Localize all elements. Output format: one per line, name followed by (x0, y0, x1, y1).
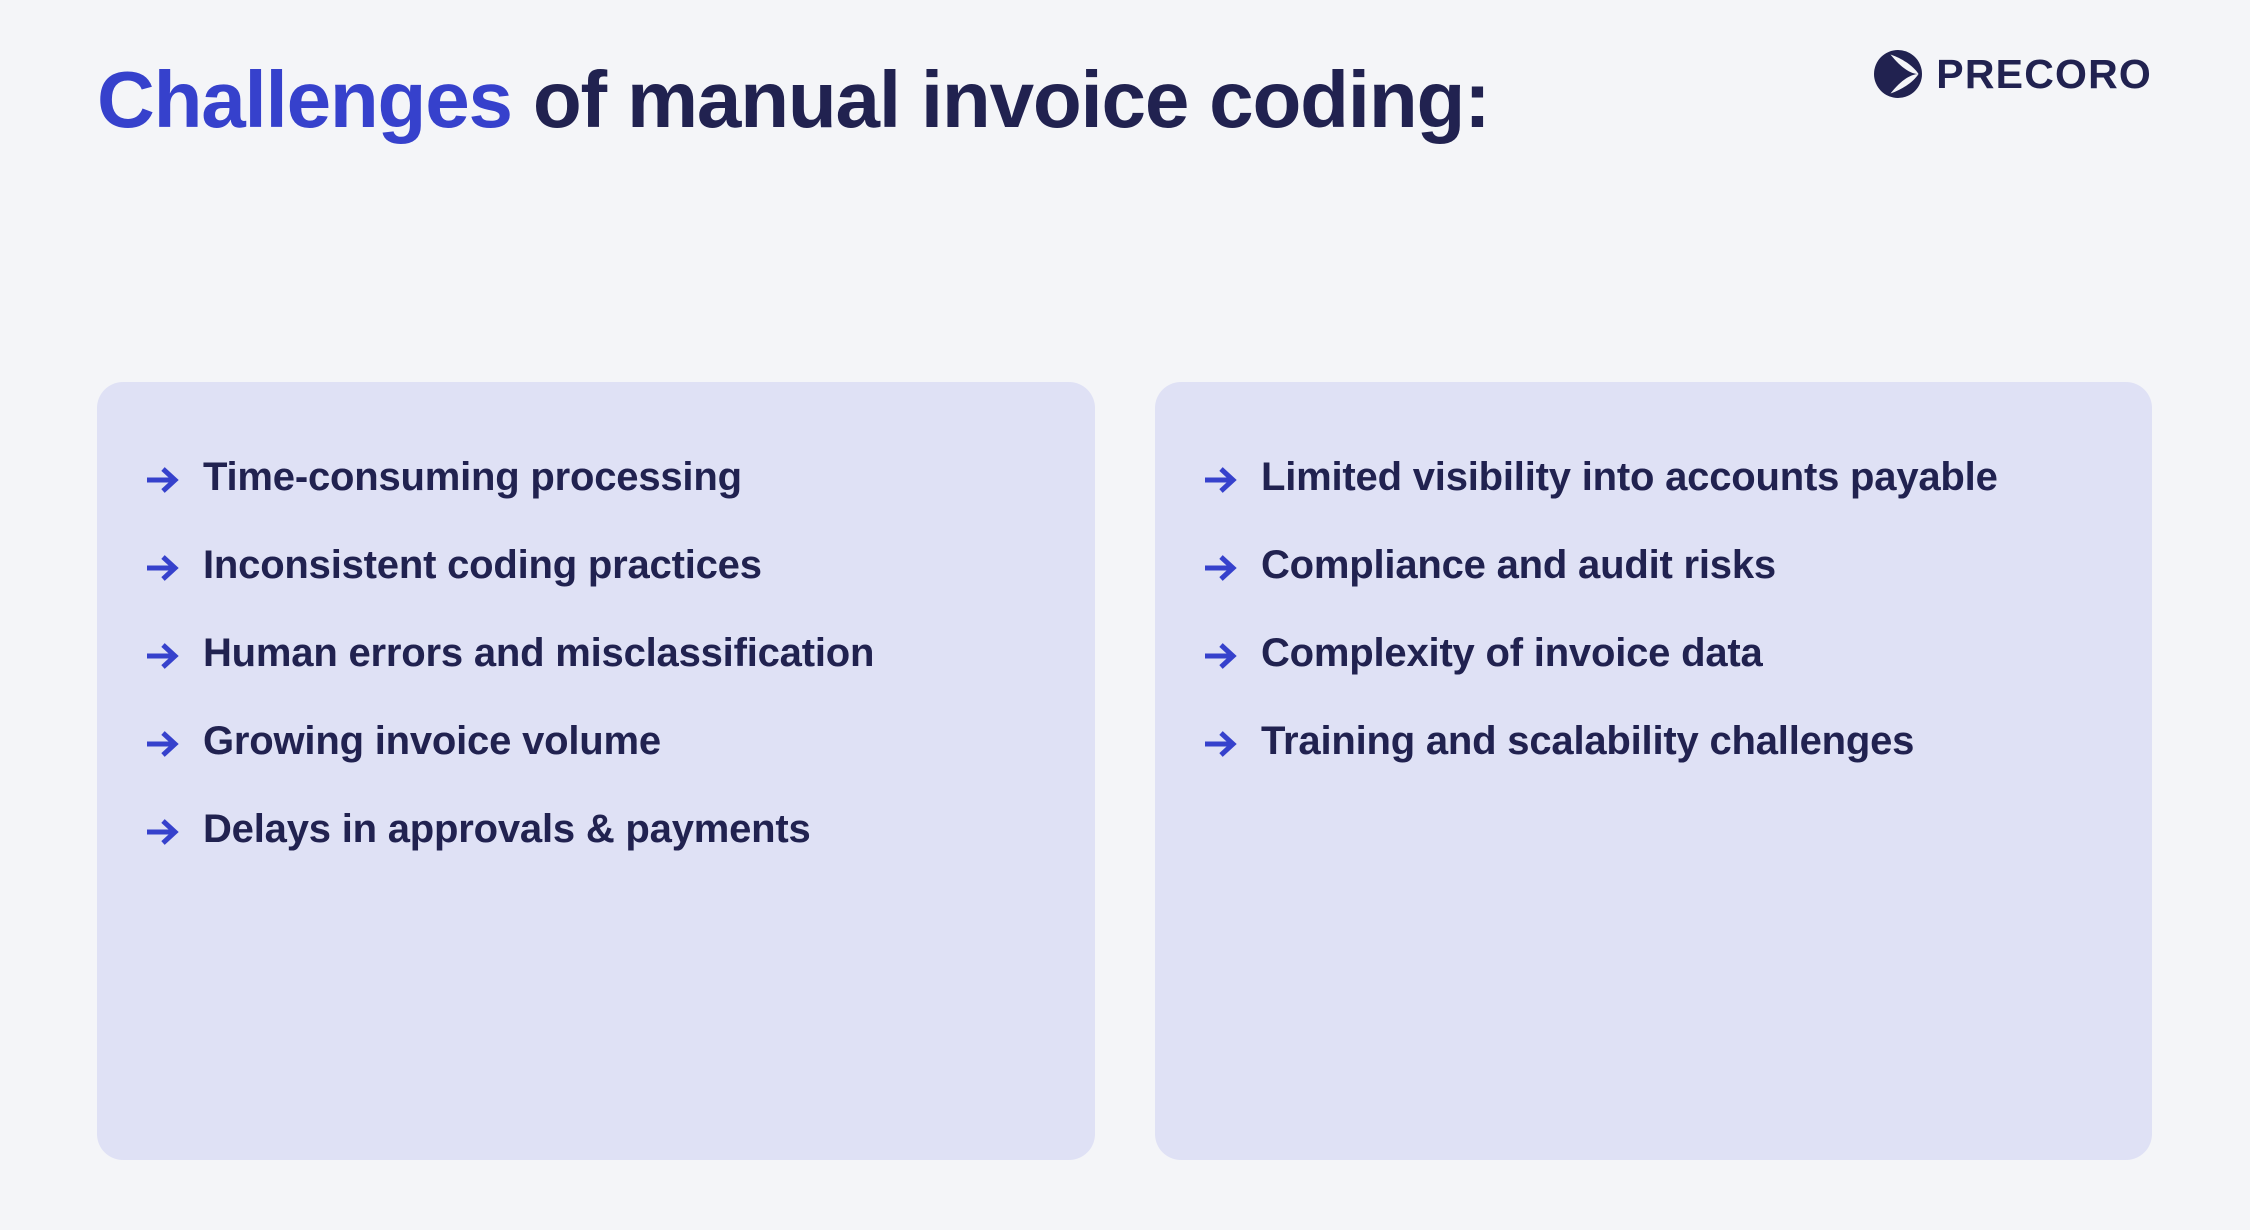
list-item-label: Complexity of invoice data (1261, 631, 1763, 675)
list-item: Complexity of invoice data (1201, 630, 2106, 678)
precoro-circle-arrow-icon (1874, 50, 1923, 98)
list-item-label: Delays in approvals & payments (203, 807, 811, 851)
arrow-right-icon (147, 555, 179, 581)
list-item: Delays in approvals & payments (143, 806, 1049, 854)
list-item: Compliance and audit risks (1201, 542, 2106, 590)
precoro-wordmark: PRECORO (1936, 50, 2152, 97)
list-item-label: Compliance and audit risks (1261, 543, 1776, 587)
arrow-right-icon (1205, 555, 1237, 581)
arrow-right-icon (147, 467, 179, 493)
challenges-card-group: Time-consuming processing Inconsistent c… (97, 382, 2152, 1160)
challenges-list-right: Limited visibility into accounts payable… (1201, 454, 2106, 766)
page-title: Challenges of manual invoice coding: (97, 55, 1597, 145)
precoro-logo: PRECORO (1874, 50, 2152, 98)
list-item-label: Limited visibility into accounts payable (1261, 455, 1998, 499)
list-item: Human errors and misclassification (143, 630, 1049, 678)
list-item: Time-consuming processing (143, 454, 1049, 502)
list-item: Inconsistent coding practices (143, 542, 1049, 590)
arrow-right-icon (147, 731, 179, 757)
challenges-card-right: Limited visibility into accounts payable… (1155, 382, 2152, 1160)
challenges-card-left: Time-consuming processing Inconsistent c… (97, 382, 1095, 1160)
list-item: Growing invoice volume (143, 718, 1049, 766)
list-item-label: Time-consuming processing (203, 455, 742, 499)
arrow-right-icon (1205, 731, 1237, 757)
arrow-right-icon (147, 643, 179, 669)
page-title-rest: of manual invoice coding: (511, 55, 1491, 144)
list-item: Training and scalability challenges (1201, 718, 2106, 766)
challenges-list-left: Time-consuming processing Inconsistent c… (143, 454, 1049, 854)
arrow-right-icon (1205, 643, 1237, 669)
arrow-right-icon (1205, 467, 1237, 493)
list-item: Limited visibility into accounts payable (1201, 454, 2106, 502)
page-title-accent: Challenges (97, 55, 513, 144)
list-item-label: Human errors and misclassification (203, 631, 875, 675)
list-item-label: Inconsistent coding practices (203, 543, 762, 587)
slide-header: Challenges of manual invoice coding: PRE… (0, 0, 2250, 330)
list-item-label: Growing invoice volume (203, 719, 661, 763)
arrow-right-icon (147, 819, 179, 845)
list-item-label: Training and scalability challenges (1261, 719, 1915, 763)
